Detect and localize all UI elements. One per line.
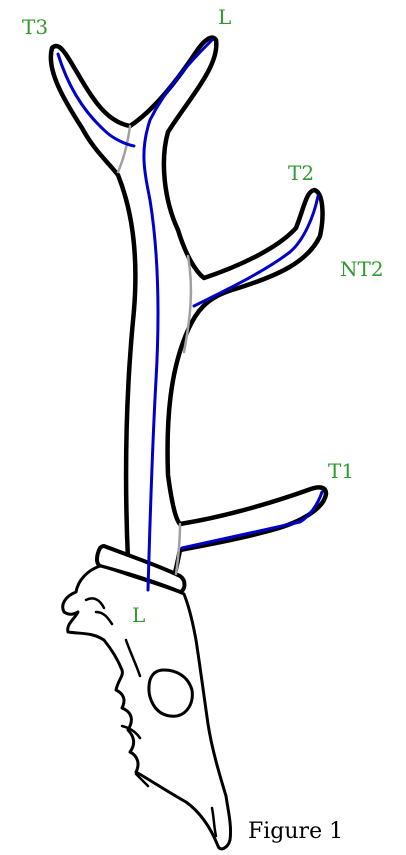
label-nt2: NT2 xyxy=(340,257,384,281)
label-l-top: L xyxy=(218,5,231,29)
label-l-base: L xyxy=(132,603,145,627)
label-t3: T3 xyxy=(22,15,48,39)
figure-caption: Figure 1 xyxy=(248,819,343,844)
label-t2: T2 xyxy=(288,161,314,185)
skull-eye-socket xyxy=(149,670,192,716)
label-t1: T1 xyxy=(328,459,354,483)
skull xyxy=(63,566,231,849)
